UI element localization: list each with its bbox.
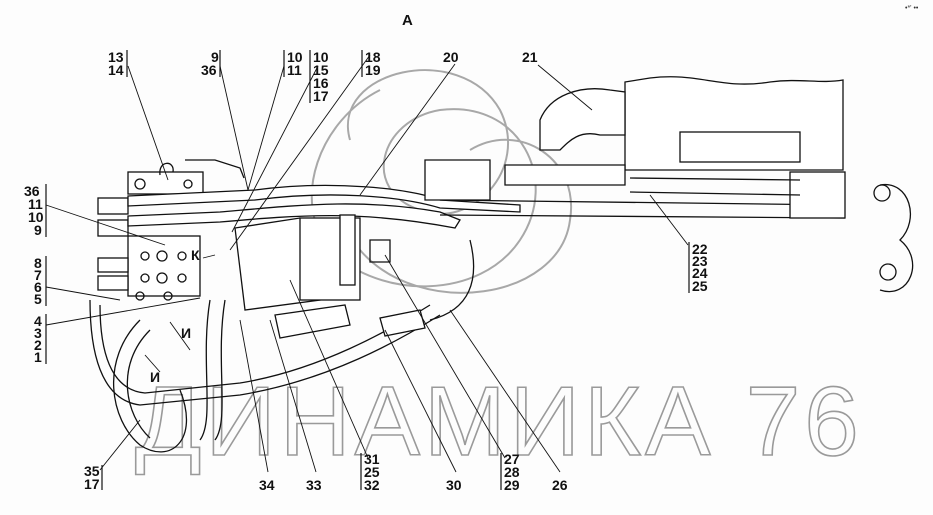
svg-text:9: 9 (34, 222, 42, 238)
svg-text:24: 24 (692, 265, 708, 281)
svg-text:31: 31 (364, 451, 380, 467)
svg-text:2: 2 (34, 337, 42, 353)
svg-text:1: 1 (34, 349, 42, 365)
callout-30: 30 (446, 477, 462, 493)
watermark-text: ДИНАМИКА 76 (135, 366, 863, 476)
section-mark-i-1: И (181, 325, 191, 341)
callout-34: 34 (259, 477, 275, 493)
callout-31-25-32: 31 25 32 (360, 451, 380, 493)
callout-27-28-29: 27 28 29 (500, 451, 520, 493)
callout-22-23-24-25: 22 23 24 25 (688, 241, 708, 294)
svg-text:11: 11 (287, 62, 302, 78)
svg-text:29: 29 (504, 477, 520, 493)
callout-35-17: 35 17 (84, 463, 103, 492)
callout-10-15-16-17: 10 15 16 17 (309, 49, 329, 104)
section-mark-i-2: И (150, 369, 160, 385)
svg-text:13: 13 (108, 49, 124, 65)
callout-10-11: 10 11 (283, 49, 303, 78)
svg-text:7: 7 (34, 267, 42, 283)
svg-text:10: 10 (28, 209, 44, 225)
svg-text:35: 35 (84, 463, 100, 479)
svg-text:19: 19 (365, 62, 381, 78)
svg-text:11: 11 (28, 196, 43, 212)
svg-text:15: 15 (313, 62, 329, 78)
svg-text:5: 5 (34, 291, 42, 307)
svg-text:22: 22 (692, 241, 708, 257)
leader-lines (45, 54, 689, 473)
svg-text:16: 16 (313, 75, 329, 91)
svg-text:36: 36 (24, 183, 40, 199)
callout-18-19: 18 19 (361, 49, 381, 78)
svg-text:27: 27 (504, 451, 520, 467)
callout-4-3-2-1: 4 3 2 1 (34, 313, 47, 365)
callout-8-7-6-5: 8 7 6 5 (34, 255, 47, 307)
callout-36-11-10-9: 36 11 10 9 (24, 183, 47, 238)
callout-20: 20 (443, 49, 459, 65)
callout-21: 21 (522, 49, 538, 65)
svg-text:17: 17 (84, 476, 100, 492)
svg-text:6: 6 (34, 279, 42, 295)
svg-text:3: 3 (34, 325, 42, 341)
watermark-logo: ДИНАМИКА 76 (134, 69, 863, 477)
svg-text:32: 32 (364, 477, 380, 493)
svg-text:25: 25 (364, 464, 380, 480)
svg-text:25: 25 (692, 278, 708, 294)
callout-26: 26 (552, 477, 568, 493)
callout-9-36: 9 36 (201, 49, 221, 78)
svg-text:23: 23 (692, 253, 708, 269)
svg-text:8: 8 (34, 255, 42, 271)
svg-text:17: 17 (313, 88, 329, 104)
svg-text:9: 9 (211, 49, 219, 65)
callout-13-14: 13 14 (108, 49, 128, 78)
svg-text:4: 4 (34, 313, 42, 329)
svg-text:28: 28 (504, 464, 520, 480)
svg-text:10: 10 (287, 49, 303, 65)
svg-text:18: 18 (365, 49, 381, 65)
corner-mark: •*' •• (905, 5, 919, 12)
svg-text:10: 10 (313, 49, 329, 65)
svg-text:36: 36 (201, 62, 217, 78)
callout-33: 33 (306, 477, 322, 493)
view-label: А (402, 12, 413, 29)
svg-text:14: 14 (108, 62, 124, 78)
assembly-lineart (89, 76, 914, 453)
section-mark-k: К (191, 247, 200, 263)
